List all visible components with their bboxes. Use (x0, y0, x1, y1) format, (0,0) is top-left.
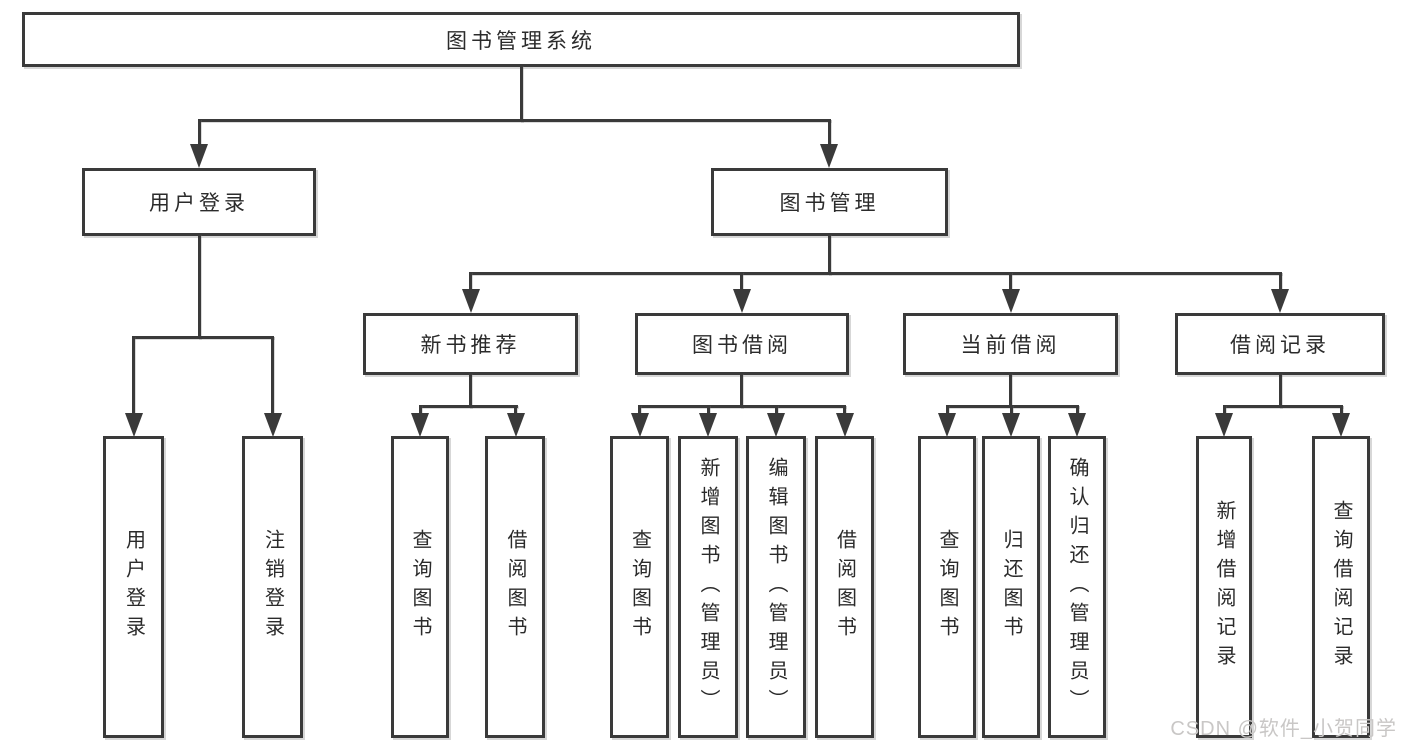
arrowhead-icon (1001, 289, 1020, 313)
connector-line (740, 272, 743, 292)
node-user-login-label: 用户登录 (149, 192, 249, 215)
node-user-login: 用户登录 (82, 168, 316, 236)
connector-line (706, 405, 710, 417)
leaf-query-books-recommend: 查询图书 (391, 436, 449, 738)
connector-line (418, 405, 422, 417)
connector-line (843, 405, 846, 417)
arrowhead-icon (461, 289, 480, 313)
connector-line (1009, 272, 1012, 292)
connector-line (132, 336, 135, 416)
arrowhead-icon (1068, 413, 1086, 437)
connector-line (197, 119, 201, 149)
node-borrowing-records-label: 借阅记录 (1230, 334, 1330, 357)
leaf-query-books-current: 查询图书 (918, 436, 976, 738)
node-new-book-recommend: 新书推荐 (363, 313, 578, 375)
arrowhead-icon (835, 413, 854, 437)
connector-line (1075, 405, 1079, 417)
node-book-management-label: 图书管理 (779, 192, 880, 215)
arrowhead-icon (767, 413, 785, 437)
node-book-management: 图书管理 (711, 168, 948, 236)
arrowhead-icon (1215, 413, 1233, 437)
node-book-borrowing: 图书借阅 (635, 313, 849, 375)
connector-line (827, 119, 831, 149)
connector-line (469, 272, 472, 292)
arrowhead-icon (190, 144, 208, 168)
connector-line (197, 119, 831, 122)
leaf-user-login: 用户登录 (103, 436, 164, 738)
arrowhead-icon (820, 144, 838, 168)
connector-line (469, 272, 1282, 275)
connector-line (774, 405, 778, 417)
connector-line (271, 336, 274, 416)
node-borrowing-records: 借阅记录 (1175, 313, 1385, 375)
node-library-system-label: 图书管理系统 (446, 29, 596, 53)
connector-line (1278, 373, 1282, 408)
connector-line (1222, 405, 1226, 417)
node-library-system: 图书管理系统 (22, 12, 1020, 67)
connector-line (1339, 405, 1343, 417)
leaf-borrow-books-recommend: 借阅图书 (485, 436, 545, 738)
leaf-query-books-current-label: 查询图书 (936, 529, 958, 645)
leaf-query-books-borrowing: 查询图书 (610, 436, 669, 738)
connector-line (740, 373, 743, 408)
leaf-logout-label: 注销登录 (261, 529, 284, 645)
connector-line (514, 405, 517, 417)
connector-line (197, 234, 201, 339)
connector-line (945, 405, 949, 417)
arrowhead-icon (411, 413, 429, 437)
arrowhead-icon (732, 289, 751, 313)
connector-line (1222, 405, 1343, 408)
leaf-borrow-books-label: 借阅图书 (833, 529, 856, 645)
leaf-return-book: 归还图书 (982, 436, 1040, 738)
node-book-borrowing-label: 图书借阅 (692, 334, 792, 357)
connector-line (638, 405, 846, 408)
arrowhead-icon (699, 413, 717, 437)
leaf-query-borrow-record: 查询借阅记录 (1312, 436, 1370, 738)
leaf-confirm-return-admin-label: 确认归还（管理员） (1066, 456, 1088, 718)
leaf-query-books-recommend-label: 查询图书 (409, 529, 431, 645)
leaf-borrow-books: 借阅图书 (815, 436, 874, 738)
leaf-query-books-borrowing-label: 查询图书 (628, 529, 651, 645)
connector-line (1009, 405, 1013, 417)
connector-line (638, 405, 641, 417)
leaf-query-borrow-record-label: 查询借阅记录 (1330, 500, 1352, 674)
csdn-watermark: CSDN @软件_小贺同学 (1170, 718, 1397, 740)
leaf-confirm-return-admin: 确认归还（管理员） (1048, 436, 1106, 738)
arrowhead-icon (124, 413, 143, 437)
leaf-borrow-books-recommend-label: 借阅图书 (504, 529, 526, 645)
arrowhead-icon (630, 413, 649, 437)
node-current-borrowing-label: 当前借阅 (960, 334, 1061, 357)
leaf-user-login-label: 用户登录 (122, 529, 145, 645)
arrowhead-icon (938, 413, 956, 437)
connector-line (418, 405, 518, 408)
leaf-edit-book-admin: 编辑图书（管理员） (746, 436, 806, 738)
arrowhead-icon (506, 413, 525, 437)
leaf-return-book-label: 归还图书 (1000, 529, 1022, 645)
connector-line (827, 234, 831, 275)
leaf-add-borrow-record-label: 新增借阅记录 (1213, 500, 1235, 674)
arrowhead-icon (1332, 413, 1350, 437)
arrowhead-icon (263, 413, 282, 437)
node-current-borrowing: 当前借阅 (903, 313, 1118, 375)
connector-line (132, 336, 274, 339)
leaf-edit-book-admin-label: 编辑图书（管理员） (765, 456, 787, 718)
connector-line (519, 65, 523, 122)
connector-line (1009, 373, 1012, 408)
leaf-add-book-admin-label: 新增图书（管理员） (697, 456, 719, 718)
arrowhead-icon (1002, 413, 1020, 437)
connector-line (469, 373, 472, 408)
connector-line (1278, 272, 1282, 292)
leaf-logout: 注销登录 (242, 436, 303, 738)
leaf-add-book-admin: 新增图书（管理员） (678, 436, 738, 738)
leaf-add-borrow-record: 新增借阅记录 (1196, 436, 1252, 738)
arrowhead-icon (1271, 289, 1289, 313)
node-new-book-recommend-label: 新书推荐 (420, 334, 521, 357)
